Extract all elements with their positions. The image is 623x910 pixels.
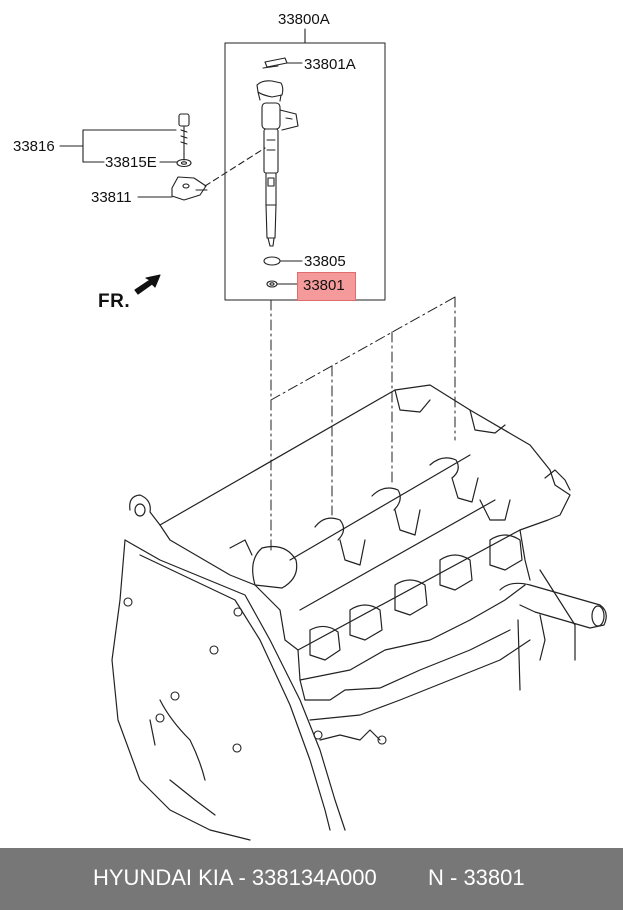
label-33800a: 33800A bbox=[278, 11, 330, 28]
engine-head bbox=[129, 384, 571, 701]
footer-bar: HYUNDAI KIA - 338134A000 N - 33801 bbox=[0, 848, 623, 910]
label-33801: 33801 bbox=[303, 277, 345, 294]
label-33805: 33805 bbox=[304, 253, 346, 270]
front-arrow bbox=[134, 274, 161, 295]
clip-part bbox=[262, 57, 303, 69]
clamp-part bbox=[171, 176, 207, 201]
label-33801a: 33801A bbox=[304, 56, 356, 73]
front-label: FR. bbox=[98, 291, 131, 312]
engine-block bbox=[111, 534, 607, 841]
label-33811: 33811 bbox=[91, 189, 132, 206]
footer-part-number: HYUNDAI KIA - 338134A000 bbox=[93, 865, 377, 890]
label-33815e: 33815E bbox=[105, 154, 157, 171]
o-ring-part bbox=[263, 256, 281, 266]
footer-position-number: N - 33801 bbox=[428, 865, 525, 890]
seal-part bbox=[266, 280, 278, 288]
label-33816: 33816 bbox=[13, 138, 55, 155]
parts-diagram bbox=[59, 28, 607, 841]
injector-part bbox=[256, 80, 299, 247]
bolt-part bbox=[178, 113, 190, 161]
washer-part bbox=[176, 158, 192, 168]
highlight-box bbox=[297, 272, 356, 301]
